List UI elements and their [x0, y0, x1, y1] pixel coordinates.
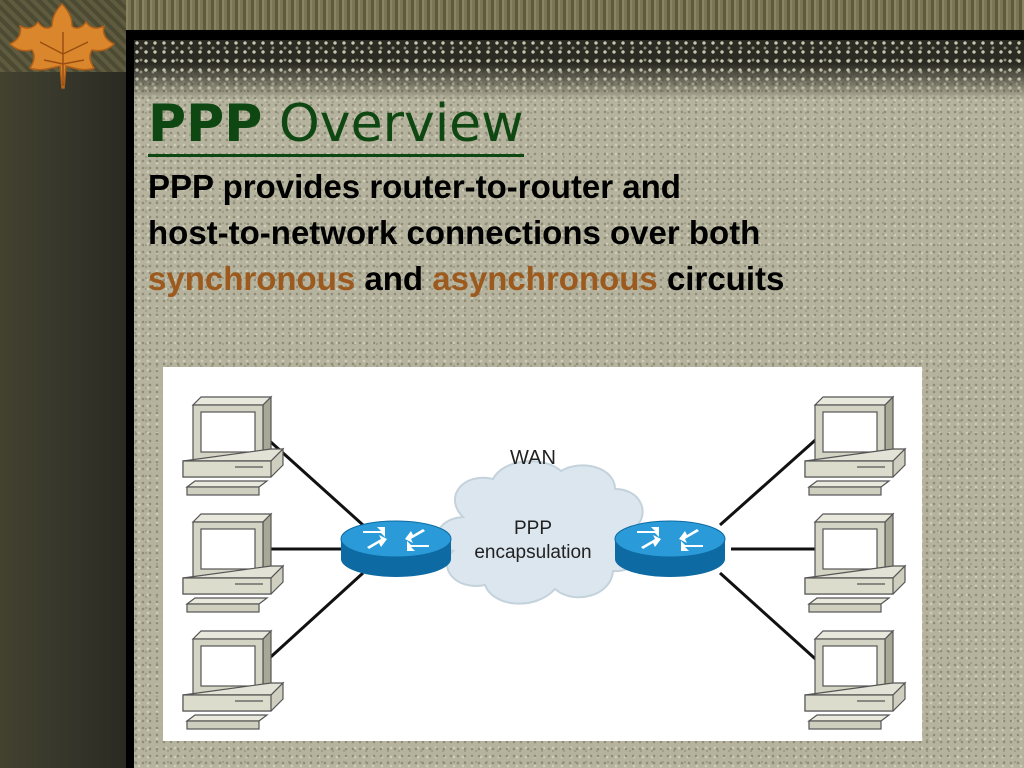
slide-title: PPP Overview	[148, 94, 524, 157]
term-synchronous: synchronous	[148, 260, 356, 297]
connection-lines	[261, 433, 823, 666]
body-line-2: host-to-network connections over both	[148, 214, 761, 251]
slide-top-texture	[134, 40, 1024, 100]
cloud-label-line-2: encapsulation	[474, 542, 592, 563]
maple-leaf-icon	[8, 2, 116, 89]
term-asynchronous: asynchronous	[432, 260, 658, 297]
left-decorative-column	[0, 0, 126, 768]
computer-icon-right-1	[804, 396, 906, 496]
word-circuits: circuits	[666, 260, 785, 297]
top-texture-strip	[0, 0, 1024, 30]
computer-icon-left-3	[182, 630, 284, 730]
computer-icon-left-1	[182, 396, 284, 496]
title-bold: PPP	[148, 94, 263, 154]
computer-icon-right-3	[804, 630, 906, 730]
computer-icon-left-2	[182, 513, 284, 613]
cloud-label: PPP encapsulation	[453, 517, 613, 565]
wan-label: WAN	[510, 447, 556, 469]
title-rest: Overview	[278, 94, 524, 154]
router-icon-right	[614, 520, 726, 578]
slide-body-text: PPP provides router-to-router and host-t…	[148, 164, 1008, 302]
body-line-1: PPP provides router-to-router and	[148, 168, 681, 205]
ppp-network-diagram: WAN PPP encapsulation	[163, 367, 922, 741]
cloud-label-line-1: PPP	[513, 518, 553, 539]
word-and: and	[364, 260, 424, 297]
router-icon-left	[340, 520, 452, 578]
computer-icon-right-2	[804, 513, 906, 613]
